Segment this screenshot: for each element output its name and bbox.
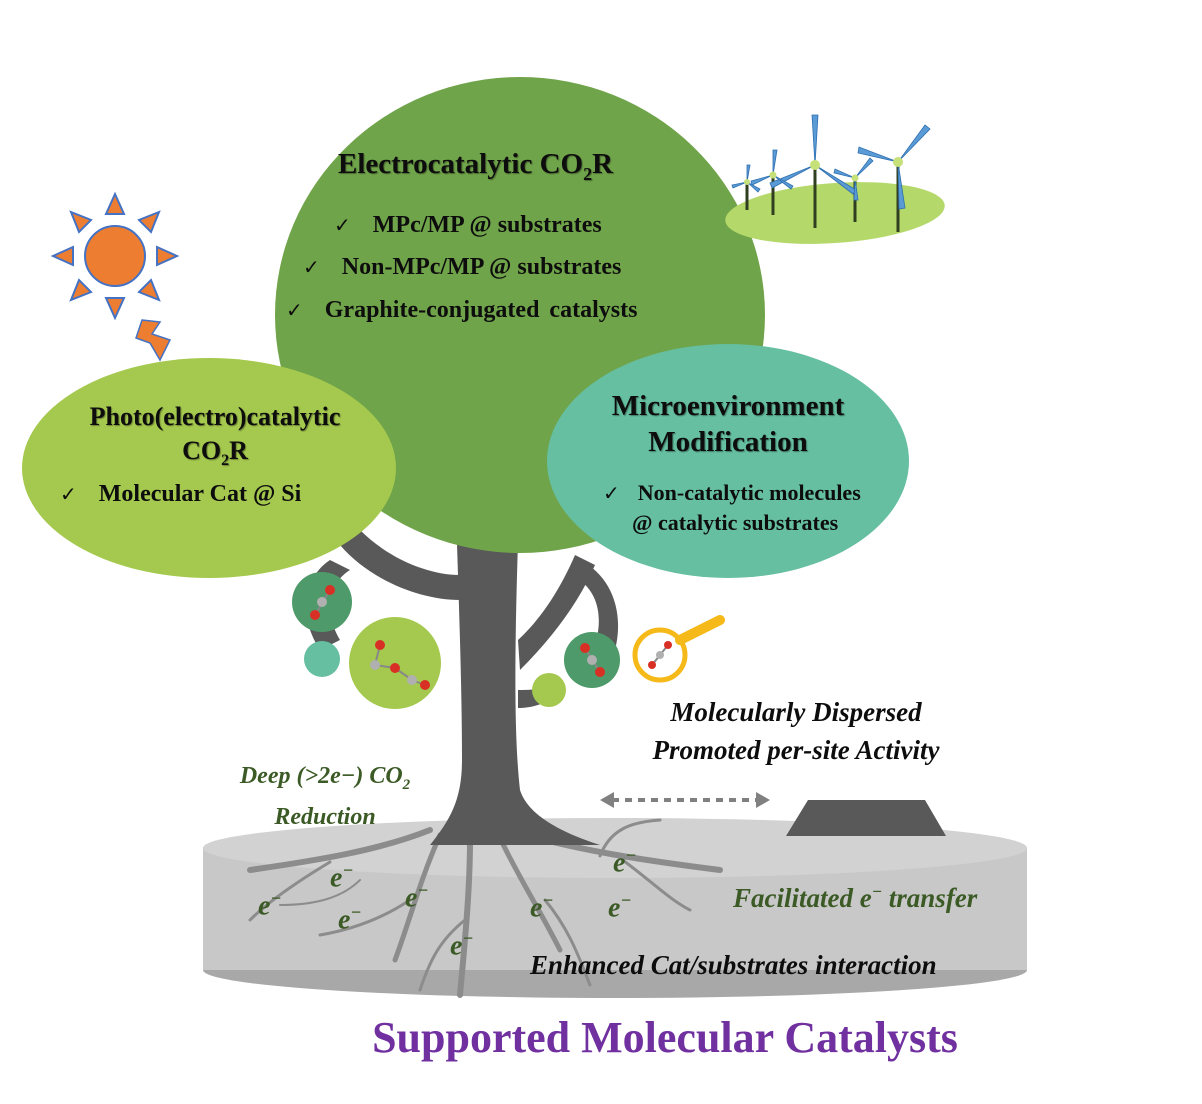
electron-sup: − [342,860,354,880]
electron-label: e− [450,928,473,962]
transfer-suffix: transfer [882,883,978,913]
electron-sup: − [542,890,554,910]
right-canopy-item-text-1: Non-catalytic molecules [637,480,861,505]
deep-reduction-sub: 2 [402,776,411,793]
electron-symbol: e [405,882,418,914]
magnifier-icon [632,615,725,683]
main-canopy-title: Electrocatalytic CO2R [338,148,613,185]
transfer-sup: − [871,882,883,901]
interaction-text: Enhanced Cat/substrates interaction [530,950,937,980]
molecule-bubble-3 [564,632,620,688]
right-canopy-title: Microenvironment Modification [578,388,878,460]
deep-reduction-label: Deep (>2e−) CO2 Reduction [205,760,445,833]
electron-symbol: e [258,890,271,922]
canopy-microenvironment [547,344,909,578]
tree-roots [247,818,723,998]
deep-reduction-line2: Reduction [274,803,376,830]
main-canopy-title-sub: 2 [583,163,593,184]
electron-symbol: e [608,892,621,924]
electron-label: e− [330,860,353,894]
electron-symbol: e [613,847,626,879]
electron-label: e− [613,845,636,879]
right-canopy-item-line2: @ catalytic substrates [632,510,838,536]
electron-sup: − [620,890,632,910]
main-canopy-title-text: Electrocatalytic CO [338,148,584,180]
electron-label: e− [608,890,631,924]
sun-icon [50,191,180,321]
left-canopy-title-line1: Photo(electro)catalytic [89,402,341,431]
bulk-catalyst-shape [786,800,946,836]
canopy-photo-electrocatalytic [22,358,396,578]
electron-symbol: e [450,930,463,962]
right-canopy-title-line1: Microenvironment [611,390,845,422]
electron-label: e− [338,902,361,936]
transfer-text: Facilitated e [733,883,872,913]
deep-reduction-line1: Deep (>2e−) CO2 [205,760,445,801]
electron-label: e− [530,890,553,924]
check-icon: ✓ [60,482,77,506]
dispersed-line2: Promoted per-site Activity [652,735,940,765]
left-canopy-title-sub: 2 [221,452,230,470]
co2-molecule-icon [310,585,335,620]
right-canopy-title-line2: Modification [648,426,808,458]
electron-label: e− [258,888,281,922]
molecule-bubble-1 [292,572,352,632]
deep-reduction-text: Deep (>2e−) CO [239,763,403,789]
dispersed-line1: Molecularly Dispersed [670,697,922,727]
main-canopy-item-1: ✓ MPc/MP @ substrates [334,212,602,239]
right-canopy-item-text-2: @ catalytic substrates [632,510,839,535]
check-icon: ✓ [603,481,620,505]
left-canopy-title-co: CO [182,436,222,465]
left-canopy-item-text: Molecular Cat @ Si [98,481,302,507]
main-canopy-item-2: ✓ Non-MPc/MP @ substrates [303,254,621,281]
main-canopy-item-text: Graphite-conjugated catalysts [324,297,638,323]
dispersed-label: Molecularly Dispersed Promoted per-site … [606,693,986,769]
electron-sup: − [350,902,362,922]
transfer-label: Facilitated e− transfer [733,882,977,914]
molecule-bubble-2 [349,617,441,709]
check-icon: ✓ [303,255,320,279]
interaction-label: Enhanced Cat/substrates interaction [530,950,937,981]
small-bubble-teal [304,641,340,677]
electron-label: e− [405,880,428,914]
footer-title: Supported Molecular Catalysts [372,1013,958,1062]
main-canopy-title-suffix: R [592,148,614,180]
main-canopy-item-text: Non-MPc/MP @ substrates [341,254,622,280]
electron-symbol: e [338,904,351,936]
small-bubble-green [532,673,566,707]
left-canopy-title-line2: CO2R [60,434,370,478]
left-canopy-title-suffix: R [229,436,248,465]
wind-turbine-icon [725,114,945,244]
right-canopy-item-line1: ✓ Non-catalytic molecules [603,480,861,506]
main-canopy-item-3: ✓ Graphite-conjugated catalysts [286,297,637,324]
electron-sup: − [625,845,637,865]
left-canopy-item-1: ✓ Molecular Cat @ Si [60,481,301,508]
lightning-icon [135,319,172,362]
electron-sup: − [270,888,282,908]
arrow-double-icon [600,792,770,808]
check-icon: ✓ [286,298,303,322]
electron-sup: − [417,880,429,900]
check-icon: ✓ [334,213,351,237]
electron-symbol: e [530,892,543,924]
electron-sup: − [462,928,474,948]
left-canopy-title: Photo(electro)catalytic CO2R [60,400,370,478]
electron-symbol: e [330,862,343,894]
main-canopy-item-text: MPc/MP @ substrates [372,212,602,238]
